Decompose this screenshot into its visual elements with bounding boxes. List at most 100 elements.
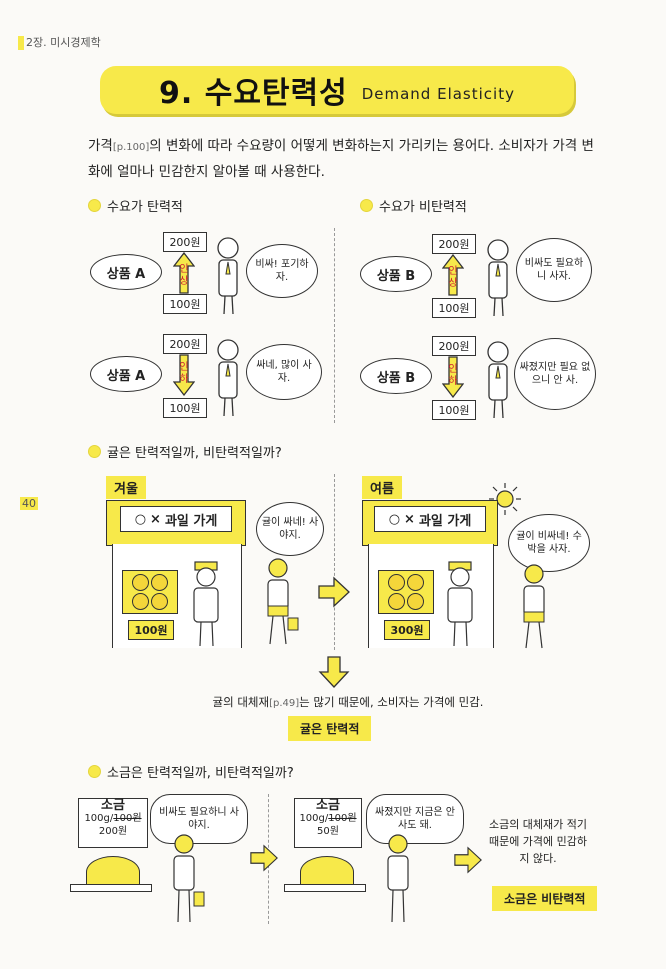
girl-shopper-icon — [267, 558, 299, 645]
cross-icon: × — [404, 511, 415, 527]
tangerine-icon — [388, 574, 405, 591]
arrow-label: 인하 — [448, 364, 458, 387]
salt-heading: 소금은 탄력적일까, 비탄력적일까? — [88, 762, 294, 781]
salt-table — [70, 884, 152, 892]
up-arrow-icon — [442, 254, 464, 296]
chapter-label: 2장. 미시경제학 — [18, 34, 101, 50]
price-up-arrow — [173, 252, 195, 294]
speech-bubble: 비싸도 필요하니 사야지. — [150, 794, 248, 844]
fruit-crate — [378, 570, 434, 614]
arrow-label: 인상 — [448, 266, 458, 289]
shopkeeper-icon — [447, 561, 473, 647]
shop-sign: ○×과일 가게 — [120, 506, 232, 532]
page-reference: [p.49] — [269, 698, 300, 709]
price-down-arrow — [442, 356, 464, 398]
price-low: 100원 — [163, 398, 207, 418]
old-price: 100원 — [328, 813, 357, 824]
tangerine-heading: 귤은 탄력적일까, 비탄력적일까? — [88, 442, 282, 461]
price-high: 200원 — [163, 334, 207, 354]
boy-shopper-icon — [173, 834, 205, 923]
man-figure-icon — [217, 339, 239, 417]
tangerine-icon — [132, 574, 149, 591]
intro-paragraph: 가격[p.100]의 변화에 따라 수요량이 어떻게 변화하는지 가리키는 용어… — [88, 138, 594, 180]
speech-bubble: 싸네, 많이 사자. — [246, 344, 322, 400]
speech-bubble: 귤이 비싸네! 수박을 사자. — [508, 514, 590, 572]
old-price: 100원 — [113, 813, 142, 824]
tangerine-note: 귤의 대체재[p.49]는 많기 때문에, 소비자는 가격에 민감. — [212, 695, 484, 709]
salt-conclusion: 소금은 비탄력적 — [492, 886, 598, 911]
tangerine-icon — [407, 574, 424, 591]
chapter-marker — [18, 36, 24, 50]
page-title: 9. 수요탄력성 — [159, 76, 348, 111]
price-low: 100원 — [163, 294, 207, 314]
tangerine-icon — [388, 593, 405, 610]
product-oval: 상품 A — [90, 356, 162, 392]
down-arrow-icon — [173, 354, 195, 396]
speech-bubble: 싸졌지만 필요 없으니 안 사. — [514, 338, 596, 410]
season-label-summer: 여름 — [362, 476, 402, 499]
price-down-arrow — [173, 354, 195, 396]
arrow-label: 인상 — [179, 264, 189, 287]
elastic-heading: 수요가 탄력적 — [88, 196, 183, 215]
speech-bubble: 비싸! 포기하자. — [246, 244, 318, 298]
speech-bubble: 귤이 싸네! 사야지. — [256, 502, 324, 556]
price-high: 200원 — [432, 336, 476, 356]
salt-table — [284, 884, 366, 892]
season-label-winter: 겨울 — [106, 476, 146, 499]
salt-price-sign: 소금 100g/100원 50원 — [294, 798, 362, 848]
shopkeeper-icon — [193, 561, 219, 647]
shop-sign: ○×과일 가게 — [374, 506, 486, 532]
bullet-dot — [88, 445, 101, 458]
sun-icon — [489, 483, 521, 515]
circle-icon: ○ — [134, 511, 147, 527]
price-high: 200원 — [163, 232, 207, 252]
speech-bubble: 비싸도 필요하니 사자. — [516, 238, 592, 302]
down-arrow-icon — [318, 656, 350, 688]
product-oval: 상품 A — [90, 254, 162, 290]
title-banner: 9. 수요탄력성 Demand Elasticity — [100, 66, 574, 114]
salt-note: 소금의 대체재가 적기 때문에 가격에 민감하지 않다. — [488, 818, 588, 865]
bullet-dot — [88, 765, 101, 778]
circle-icon: ○ — [388, 511, 401, 527]
right-arrow-icon — [454, 846, 482, 874]
tangerine-icon — [151, 593, 168, 610]
up-arrow-icon — [173, 252, 195, 294]
bullet-dot — [360, 199, 373, 212]
section-divider — [334, 474, 335, 650]
tangerine-icon — [407, 593, 424, 610]
section-divider — [334, 228, 335, 423]
man-figure-icon — [487, 341, 509, 419]
page-number: 40 — [20, 497, 38, 510]
salt-price-sign: 소금 100g/100원 200원 — [78, 798, 148, 848]
price-up-arrow — [442, 254, 464, 296]
tangerine-icon — [132, 593, 149, 610]
tangerine-conclusion: 귤은 탄력적 — [288, 716, 372, 741]
right-arrow-icon — [318, 576, 350, 608]
price-low: 100원 — [432, 298, 476, 318]
boy-shopper-icon — [387, 834, 409, 923]
salt-pile — [86, 856, 140, 888]
new-price: 50원 — [317, 826, 339, 837]
product-oval: 상품 B — [360, 358, 432, 394]
right-arrow-icon — [250, 844, 278, 872]
fruit-price-tag: 300원 — [384, 620, 430, 640]
cross-icon: × — [150, 511, 161, 527]
down-arrow-icon — [442, 356, 464, 398]
fruit-crate — [122, 570, 178, 614]
girl-shopper-icon — [523, 564, 545, 649]
new-price: 200원 — [98, 826, 128, 837]
price-low: 100원 — [432, 400, 476, 420]
arrow-label: 인하 — [179, 362, 189, 385]
product-oval: 상품 B — [360, 256, 432, 292]
man-figure-icon — [217, 237, 239, 315]
inelastic-heading: 수요가 비탄력적 — [360, 196, 467, 215]
page-reference: [p.100] — [112, 142, 150, 153]
speech-bubble: 싸졌지만 지금은 안 사도 돼. — [366, 794, 464, 844]
fruit-price-tag: 100원 — [128, 620, 174, 640]
bullet-dot — [88, 199, 101, 212]
man-figure-icon — [487, 239, 509, 317]
page-subtitle: Demand Elasticity — [361, 85, 515, 103]
tangerine-icon — [151, 574, 168, 591]
price-high: 200원 — [432, 234, 476, 254]
